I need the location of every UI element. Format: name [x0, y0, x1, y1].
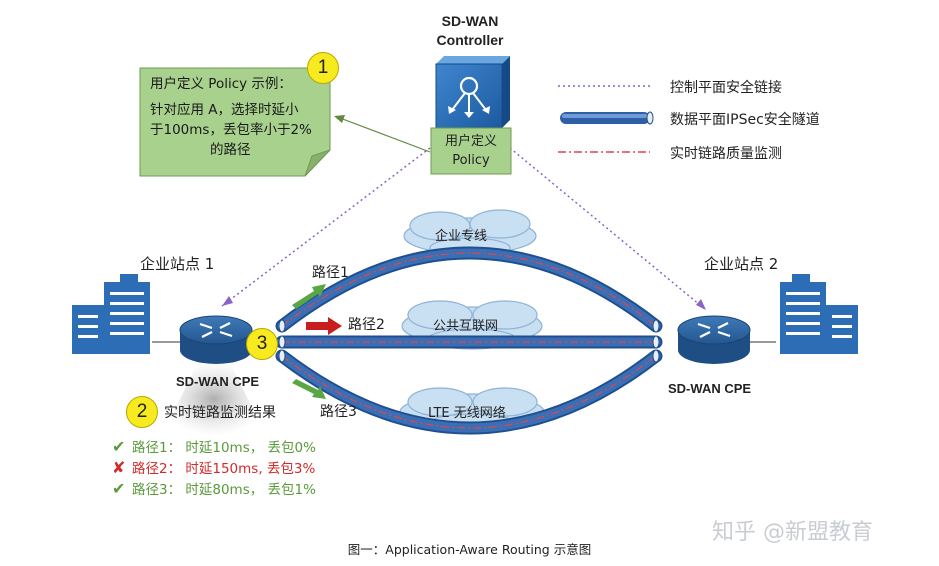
building-icon-right	[780, 274, 858, 354]
policy-note-line2: 于100ms，丢包率小于2%	[150, 122, 312, 138]
policy-box-line1: 用户定义	[444, 134, 497, 149]
controller-title: SD-WAN Controller	[420, 12, 520, 50]
router-icon-left	[179, 315, 253, 364]
result-row: ✘ 路径2： 时延150ms, 丢包3%	[112, 458, 316, 479]
legend-tube-symbol	[560, 111, 654, 125]
check-icon: ✔	[112, 437, 126, 456]
path2-arrow-icon	[306, 317, 342, 335]
result-shadow	[162, 362, 266, 436]
badge-2: 2	[126, 396, 158, 428]
badge-3: 3	[246, 328, 278, 360]
policy-note-line3: 的路径	[210, 142, 251, 158]
cpe-label-left: SD-WAN CPE	[176, 374, 260, 389]
site-label-left: 企业站点 1	[140, 255, 215, 273]
path1-arrow-icon	[292, 284, 326, 309]
path-label-3: 路径3	[320, 404, 357, 420]
result-text: 路径1： 时延10ms， 丢包0%	[132, 440, 316, 456]
note-pointer-line	[339, 117, 431, 153]
control-link-right	[509, 147, 707, 311]
cloud-label-internet: 公共互联网	[433, 319, 499, 334]
policy-box-shape	[430, 127, 512, 175]
router-icon-right	[677, 315, 751, 364]
cpe-label-right: SD-WAN CPE	[668, 381, 752, 396]
policy-box-line2: Policy	[452, 153, 490, 168]
legend-label-monitor: 实时链路质量监测	[670, 146, 782, 162]
result-text: 路径3： 时延80ms， 丢包1%	[132, 482, 316, 498]
site-label-right: 企业站点 2	[704, 255, 779, 273]
path-label-2: 路径2	[348, 317, 385, 333]
policy-box: 用户定义 Policy	[431, 132, 511, 170]
results-list: ✔ 路径1： 时延10ms， 丢包0% ✘ 路径2： 时延150ms, 丢包3% ✔…	[112, 437, 316, 500]
controller-title-line1: SD-WAN	[441, 13, 499, 29]
legend-label-data: 数据平面IPSec安全隧道	[670, 112, 820, 128]
results-title: 实时链路监测结果	[164, 405, 276, 421]
control-arrowhead-right	[696, 299, 706, 310]
note-pointer-arrowhead	[334, 115, 345, 123]
check-icon: ✔	[112, 479, 126, 498]
figure-caption: 图一：Application-Aware Routing 示意图	[347, 542, 592, 557]
cloud-label-enterprise: 企业专线	[435, 229, 488, 244]
policy-note-title: 用户定义 Policy 示例：	[150, 76, 292, 92]
control-link-left	[221, 147, 431, 307]
cloud-enterprise-line	[403, 209, 537, 259]
tunnel-path-1	[275, 246, 663, 333]
policy-note: 用户定义 Policy 示例： 针对应用 A，选择时延小 于100ms，丢包率小…	[150, 74, 328, 160]
policy-note-shape	[139, 67, 331, 177]
result-text: 路径2： 时延150ms, 丢包3%	[132, 461, 316, 477]
result-row: ✔ 路径1： 时延10ms， 丢包0%	[112, 437, 316, 458]
cloud-label-lte: LTE 无线网络	[428, 406, 506, 421]
result-row: ✔ 路径3： 时延80ms， 丢包1%	[112, 479, 316, 500]
cross-icon: ✘	[112, 458, 126, 477]
building-icon-left	[72, 274, 150, 354]
legend-label-control: 控制平面安全链接	[670, 80, 782, 96]
controller-title-line2: Controller	[436, 32, 504, 48]
watermark: 知乎 @新盟教育	[712, 520, 873, 545]
tube-end-caps	[278, 319, 660, 363]
path-label-1: 路径1	[312, 265, 349, 281]
tunnel-path-3	[275, 349, 663, 435]
path3-arrow-icon	[292, 379, 326, 399]
badge-1: 1	[307, 52, 339, 84]
control-arrowhead-left	[222, 296, 233, 306]
controller-icon	[435, 56, 510, 129]
policy-note-line1: 针对应用 A，选择时延小	[150, 102, 299, 118]
